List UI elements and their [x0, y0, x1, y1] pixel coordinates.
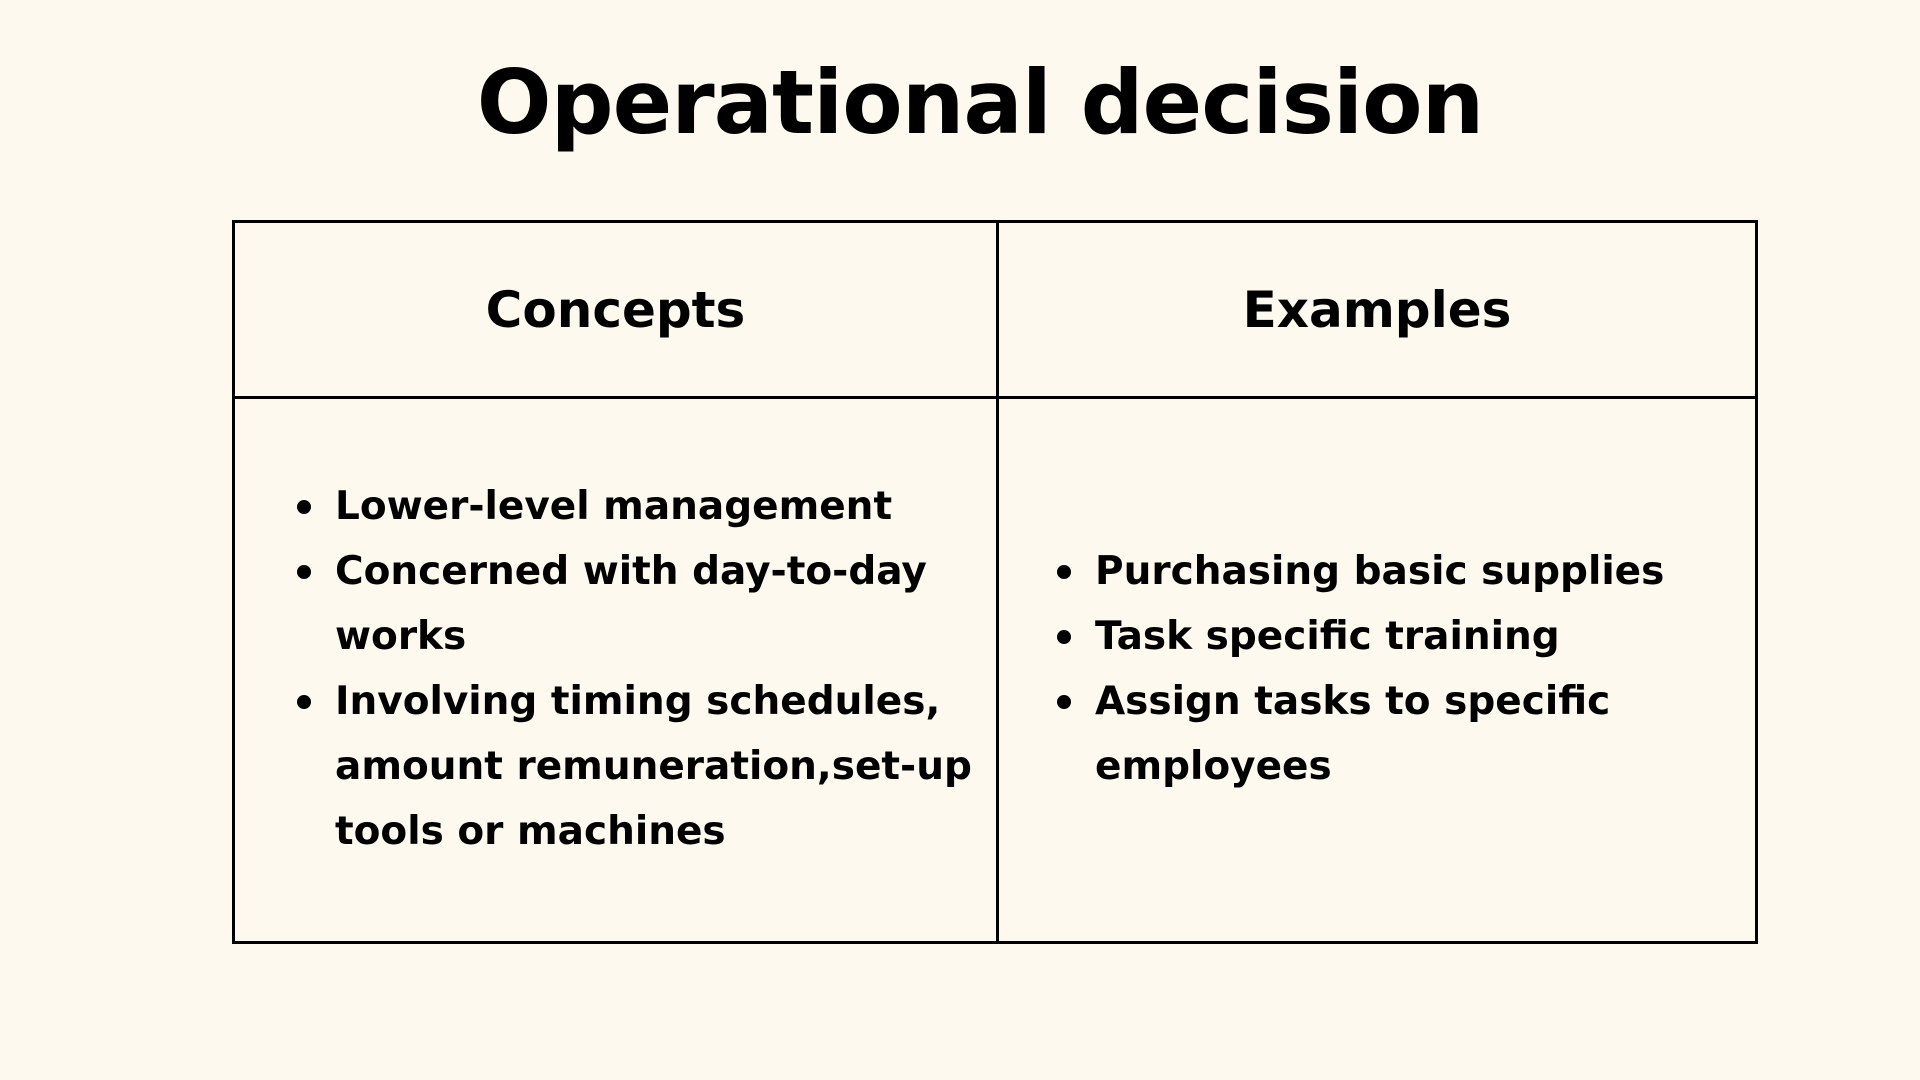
bullet-dot-icon: [1057, 695, 1071, 709]
bullet-dot-icon: [297, 565, 311, 579]
list-item: Concerned with day-to-day works: [295, 539, 985, 669]
concept-text: Involving timing schedules, amount remun…: [335, 679, 972, 854]
header-concepts: Concepts: [485, 280, 746, 339]
list-item: Assign tasks to specific employees: [1055, 669, 1735, 799]
example-text: Task specific training: [1095, 614, 1560, 659]
examples-list: Purchasing basic supplies Task specific …: [1055, 539, 1735, 799]
bullet-dot-icon: [297, 695, 311, 709]
concepts-list: Lower-level management Concerned with da…: [295, 474, 985, 864]
header-examples: Examples: [1242, 280, 1512, 339]
comparison-table: Concepts Examples Lower-level management…: [232, 220, 1758, 944]
example-text: Purchasing basic supplies: [1095, 549, 1665, 594]
example-text: Assign tasks to specific employees: [1095, 679, 1611, 789]
concept-text: Concerned with day-to-day works: [335, 549, 927, 659]
list-item: Lower-level management: [295, 474, 985, 539]
concept-text: Lower-level management: [335, 484, 893, 529]
header-divider: [235, 396, 1755, 399]
slide-title: Operational decision: [476, 51, 1484, 154]
bullet-dot-icon: [1057, 565, 1071, 579]
column-divider: [996, 223, 999, 941]
list-item: Task specific training: [1055, 604, 1735, 669]
list-item: Purchasing basic supplies: [1055, 539, 1735, 604]
bullet-dot-icon: [1057, 630, 1071, 644]
bullet-dot-icon: [297, 500, 311, 514]
list-item: Involving timing schedules, amount remun…: [295, 669, 985, 864]
